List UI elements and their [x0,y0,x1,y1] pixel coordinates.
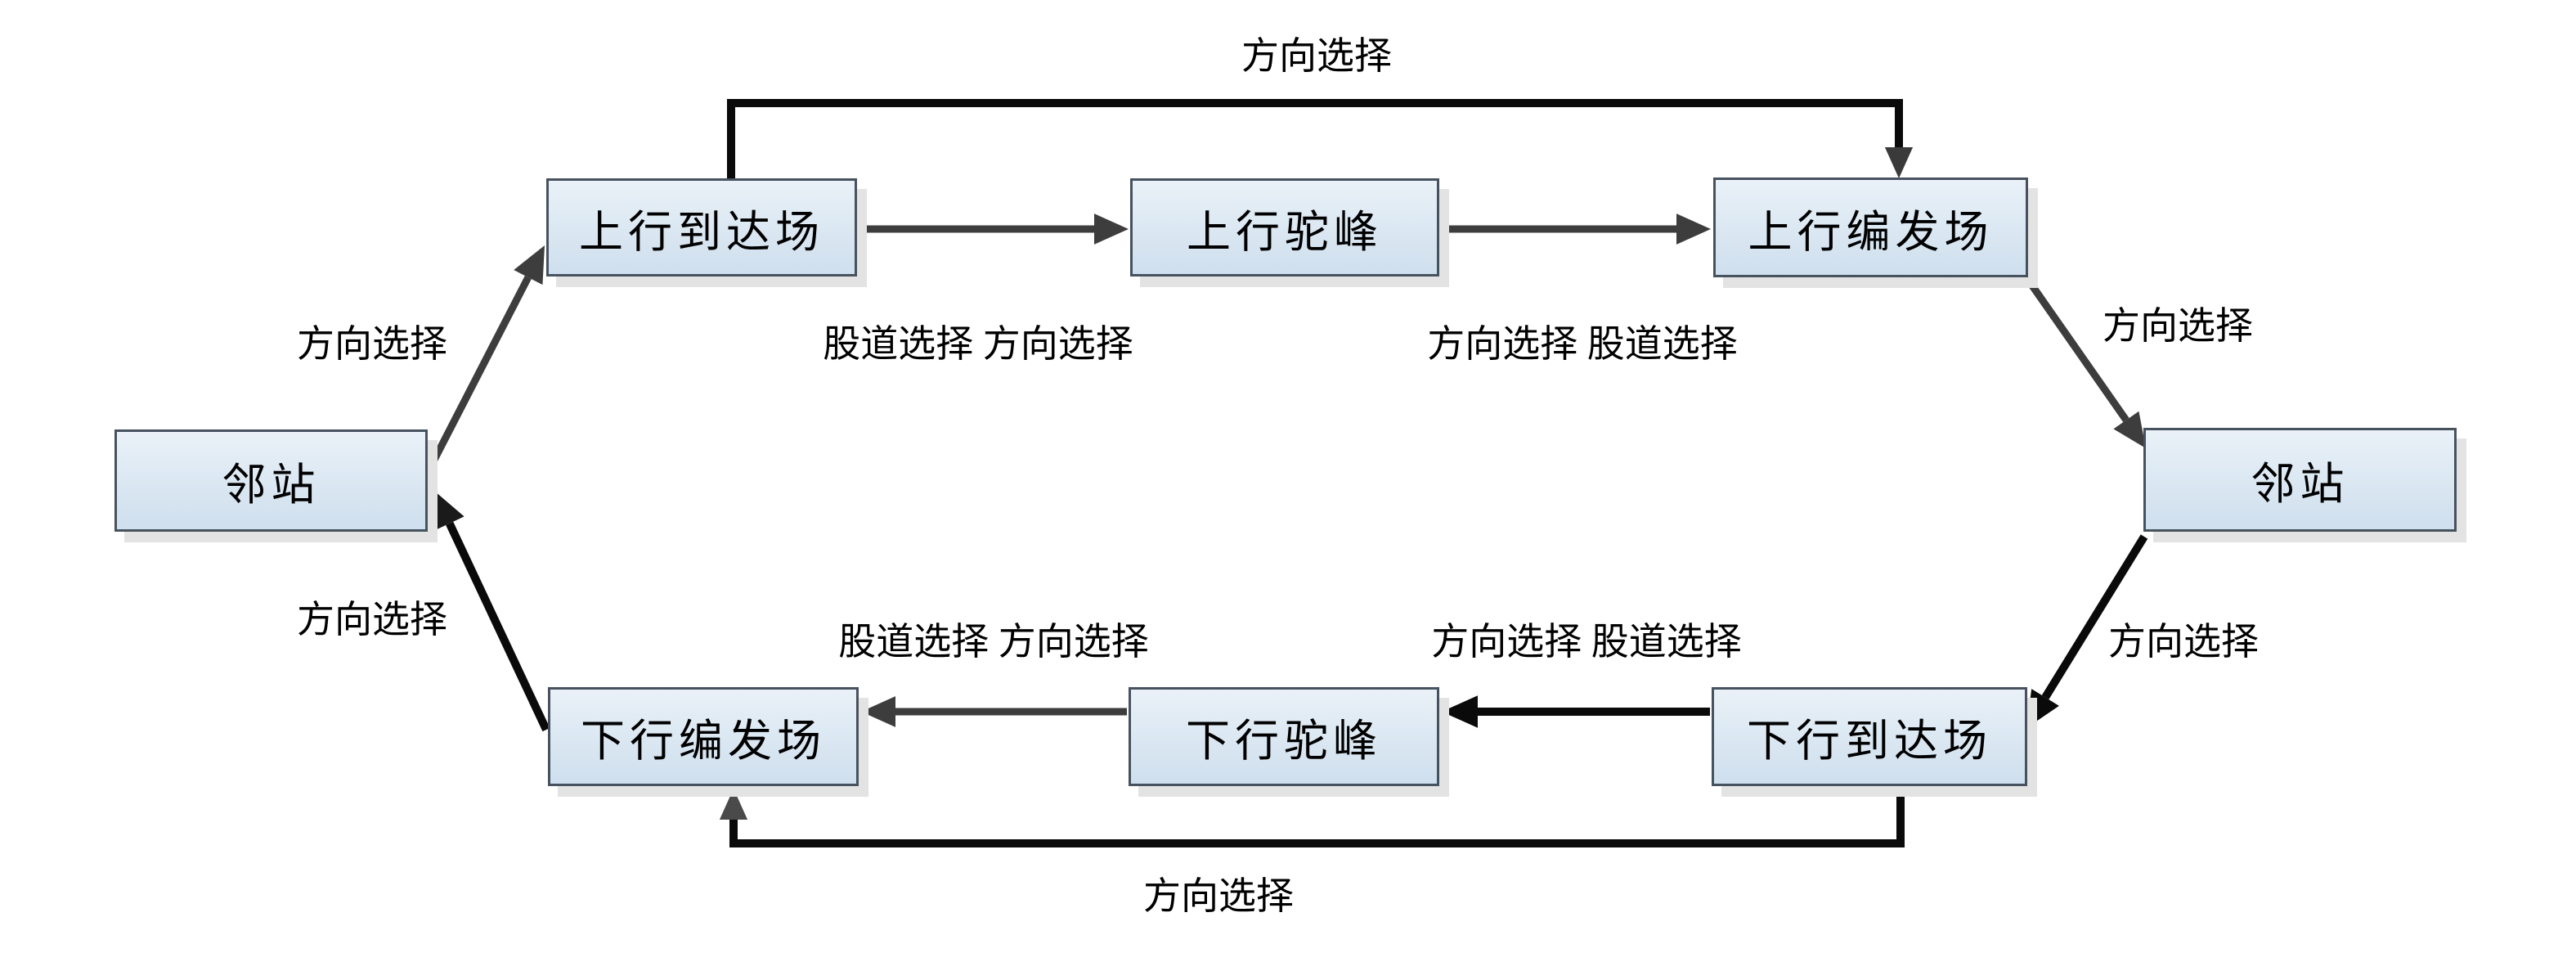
arrowhead-up-hump-to-up-departure [1676,214,1711,245]
node-label-up-arrival: 上行到达场 [579,207,824,257]
node-label-up-departure: 上行编发场 [1748,207,1994,257]
edge-line-up-departure-to-neighbor-right [2025,277,2129,423]
node-neighbor-right: 邻站 [2143,428,2457,532]
node-down-arrival: 下行到达场 [1712,687,2027,786]
node-up-departure: 上行编发场 [1713,178,2028,277]
node-label-down-arrival: 下行到达场 [1747,717,1992,766]
label-up-departure-neighborR: 方向选择 [2103,305,2253,347]
arrowhead-up-departure-to-neighbor-right [2113,411,2146,448]
label-neighborR-down-arrival: 方向选择 [2108,621,2259,663]
edge-line-down-arrival-to-down-departure-bottom [729,786,1905,847]
label-down-arrival-hump: 方向选择 股道选择 [1431,621,1742,663]
edge-line-up-arrival-to-up-departure-top [727,99,1903,179]
edge-line-neighbor-right-to-down-arrival [2041,534,2148,700]
label-down-hump-departure: 股道选择 方向选择 [838,621,1149,663]
node-label-down-departure: 下行编发场 [581,717,826,766]
node-down-departure: 下行编发场 [548,687,859,786]
arrowhead-down-hump-to-down-departure [861,696,895,727]
arrowhead-neighbor-left-to-up-arrival [514,245,545,285]
node-label-up-hump: 上行驼峰 [1187,207,1383,257]
edge-line-neighbor-left-to-up-arrival [429,276,532,465]
arrowhead-up-arrival-to-up-hump [1094,214,1129,245]
node-up-arrival: 上行到达场 [546,178,857,276]
node-down-hump: 下行驼峰 [1129,687,1439,786]
arrowhead-down-arrival-to-down-hump [1442,695,1478,728]
label-neighborL-up-arrival: 方向选择 [297,323,447,365]
arrowhead-neighbor-right-to-down-arrival [2026,689,2059,728]
arrowhead-down-arrival-to-down-departure-bottom [719,789,748,820]
label-up-hump-departure: 方向选择 股道选择 [1427,323,1738,365]
node-label-neighbor-left: 邻站 [222,461,321,510]
label-bottom-route: 方向选择 [1143,875,1294,917]
node-label-down-hump: 下行驼峰 [1186,717,1382,766]
node-up-hump: 上行驼峰 [1130,178,1439,276]
node-neighbor-left: 邻站 [114,429,428,532]
arrowhead-up-arrival-to-up-departure-top [1884,147,1914,178]
node-label-neighbor-right: 邻站 [2251,460,2349,509]
label-top-route: 方向选择 [1241,35,1392,77]
arrowhead-down-departure-to-neighbor-left [434,491,464,531]
edge-line-down-departure-to-neighbor-left [446,521,550,732]
label-down-neighborL: 方向选择 [297,599,447,641]
label-up-arrival-hump: 股道选择 方向选择 [823,323,1133,365]
